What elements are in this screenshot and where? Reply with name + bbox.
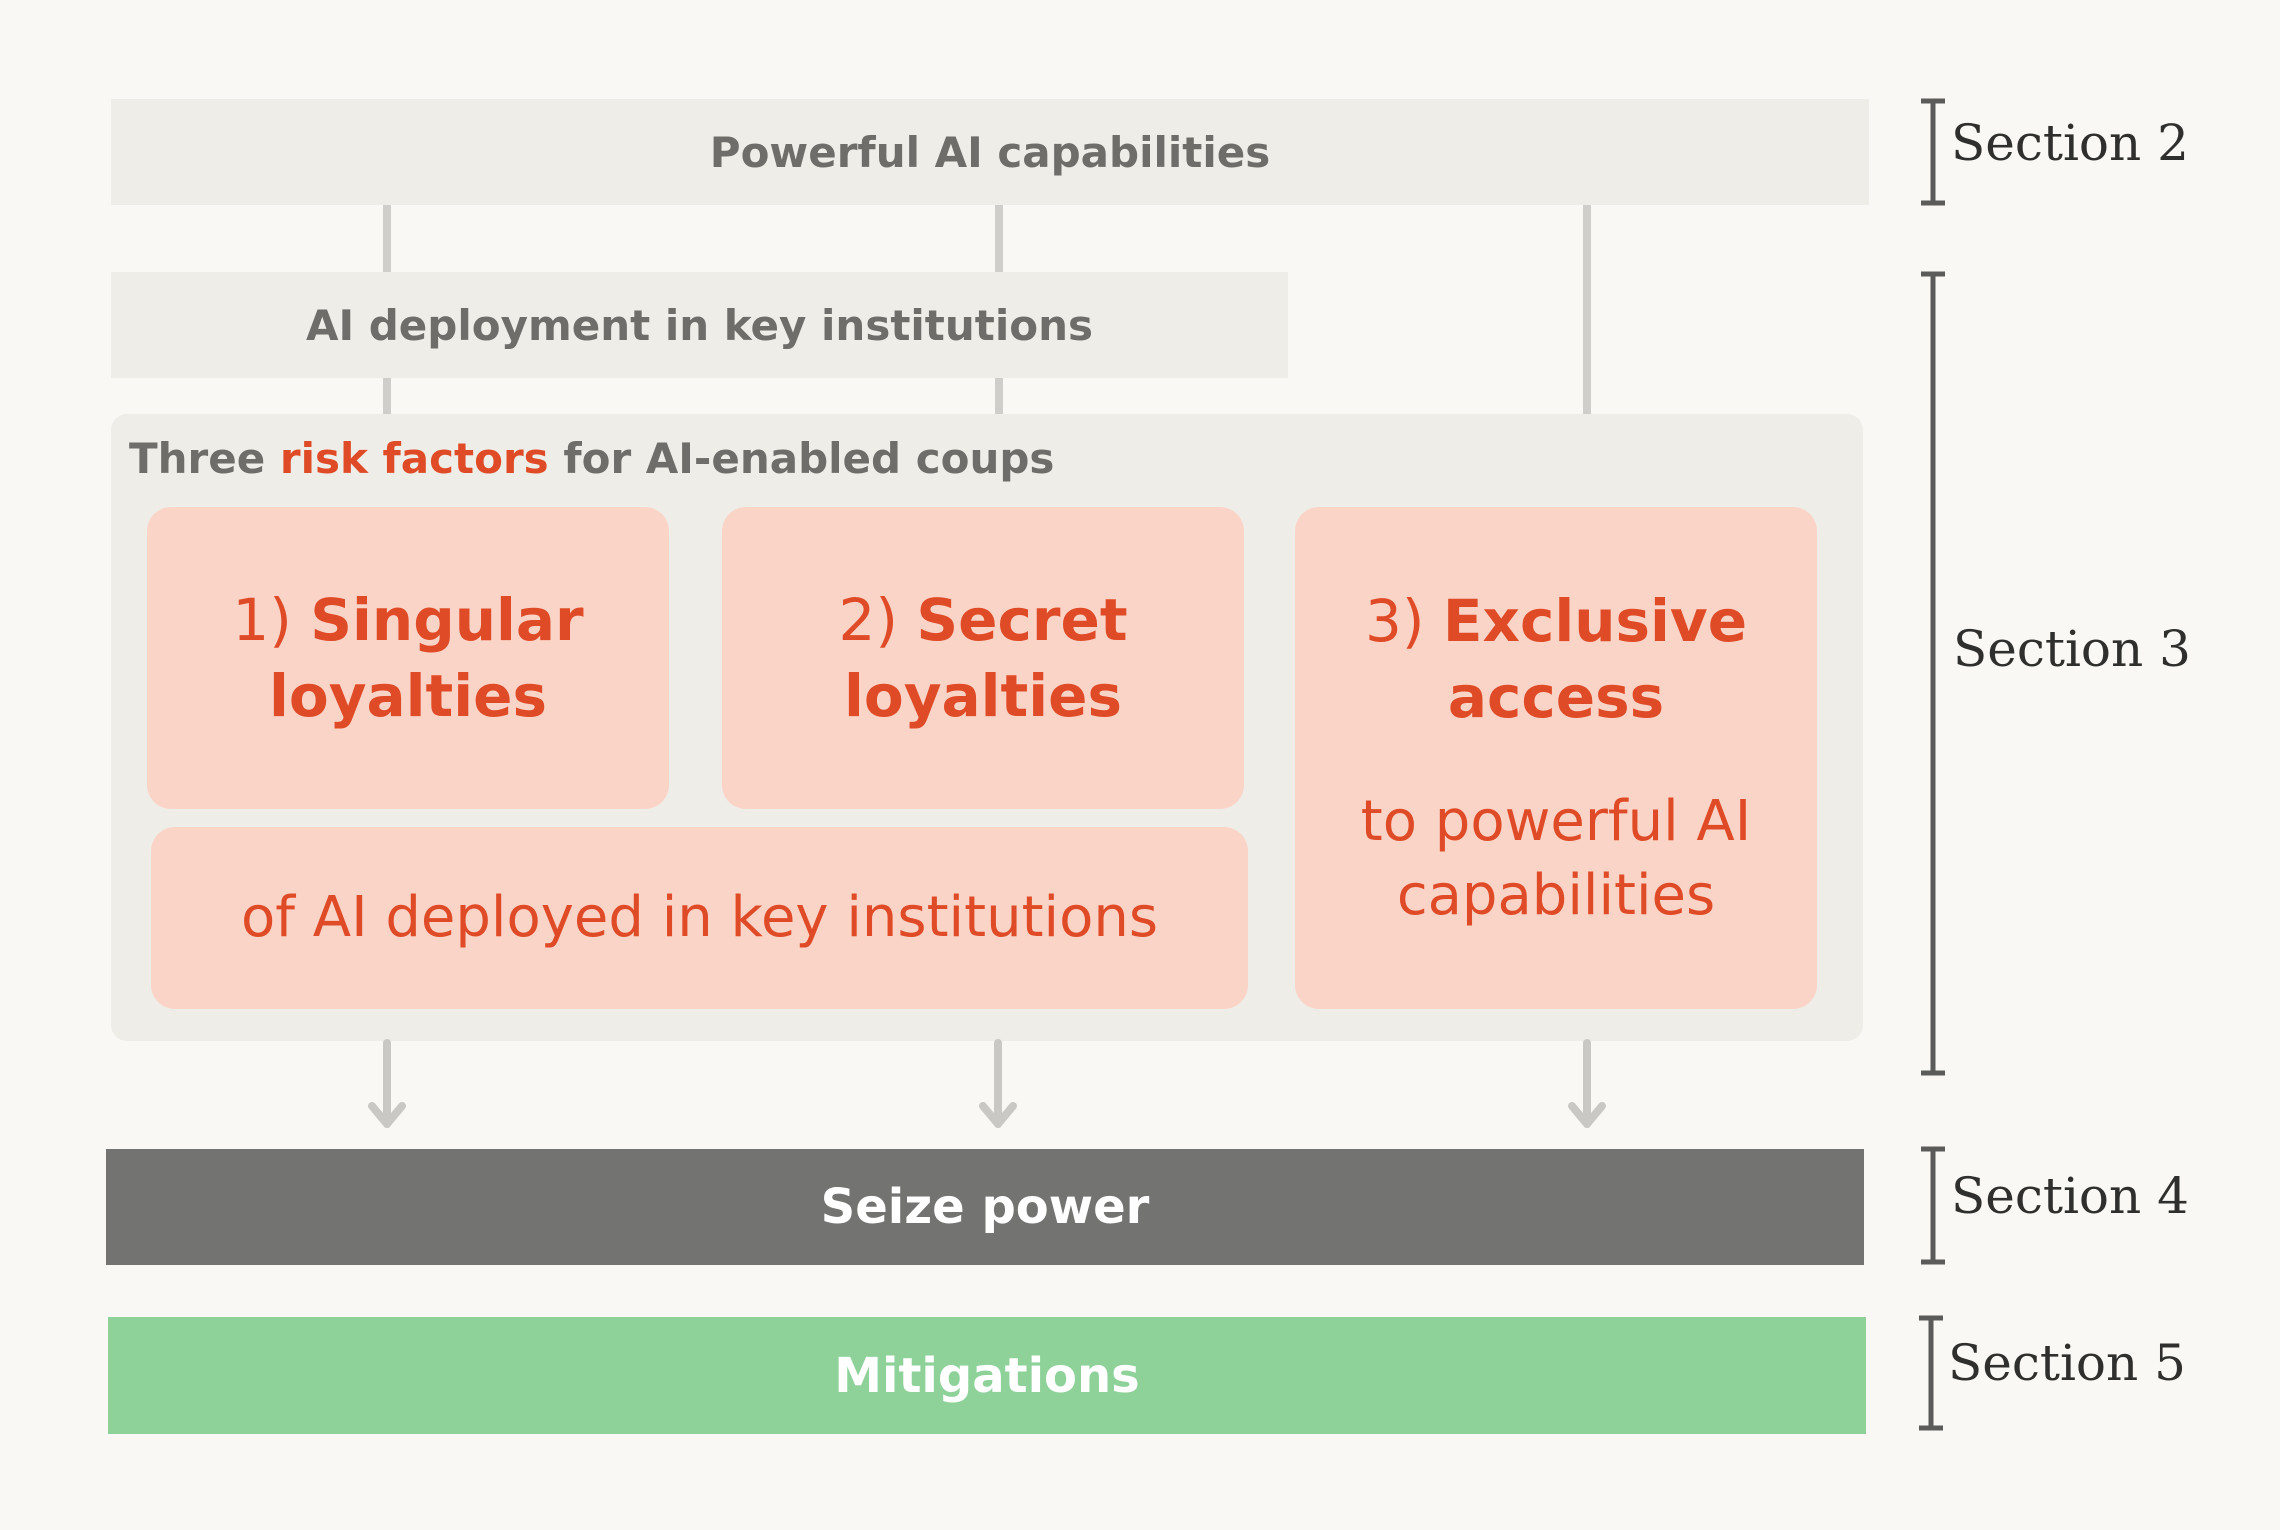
risk-card-title: 2) Secret loyalties	[838, 582, 1127, 734]
section-5-bracket-icon	[1919, 1315, 1943, 1431]
deployed-ai-label: of AI deployed in key institutions	[240, 885, 1159, 950]
section-4-label: Section 4	[1951, 1167, 2189, 1225]
section-2-bracket-icon	[1921, 98, 1945, 206]
risk-factors-title: Three risk factors for AI-enabled coups	[129, 434, 1054, 483]
mitigations-label: Mitigations	[834, 1347, 1140, 1404]
risk-card-title: 3) Exclusive access	[1365, 583, 1747, 735]
risk-card-title-line1: Exclusive	[1442, 587, 1748, 655]
risk-card-secret-loyalties: 2) Secret loyalties	[722, 507, 1244, 809]
powerful-ai-capabilities-label: Powerful AI capabilities	[709, 127, 1271, 177]
down-arrow-icon	[979, 1039, 1017, 1128]
section-5-label: Section 5	[1948, 1334, 2186, 1392]
risk-card-subtitle: to powerful AI capabilities	[1361, 785, 1752, 933]
risk-card-number: 2)	[838, 586, 898, 654]
risk-card-subtitle-line2: capabilities	[1396, 863, 1716, 928]
risk-factors-title-pre: Three	[129, 434, 266, 483]
risk-card-singular-loyalties: 1) Singular loyalties	[147, 507, 669, 809]
powerful-ai-capabilities-bar: Powerful AI capabilities	[111, 99, 1869, 205]
risk-card-exclusive-access: 3) Exclusive access to powerful AI capab…	[1295, 507, 1817, 1009]
connector-line	[1583, 205, 1591, 415]
mitigations-bar: Mitigations	[108, 1317, 1866, 1434]
section-4-bracket-icon	[1921, 1146, 1945, 1265]
risk-card-title-line2: loyalties	[268, 662, 547, 730]
risk-card-number: 3)	[1364, 587, 1425, 655]
ai-deployment-bar: AI deployment in key institutions	[111, 272, 1288, 378]
connector-line	[995, 378, 1003, 415]
seize-power-label: Seize power	[820, 1179, 1150, 1235]
section-2-label: Section 2	[1951, 114, 2189, 172]
connector-line	[995, 205, 1003, 273]
down-arrow-icon	[1568, 1039, 1606, 1128]
seize-power-bar: Seize power	[106, 1149, 1864, 1265]
section-3-label: Section 3	[1953, 620, 2191, 678]
risk-card-title-line1: Secret	[916, 586, 1128, 654]
risk-card-title-line2: access	[1447, 663, 1665, 731]
connector-line	[383, 205, 391, 273]
section-3-bracket-icon	[1921, 271, 1945, 1076]
risk-card-title-line1: Singular	[310, 586, 584, 654]
deployed-ai-card: of AI deployed in key institutions	[151, 827, 1248, 1009]
risk-factors-title-accent: risk factors	[279, 434, 549, 483]
down-arrow-icon	[368, 1039, 406, 1128]
connector-line	[383, 378, 391, 415]
risk-card-number: 1)	[232, 586, 292, 654]
risk-card-title: 1) Singular loyalties	[232, 582, 583, 734]
risk-card-title-line2: loyalties	[843, 662, 1123, 730]
risk-factors-title-post: for AI-enabled coups	[563, 434, 1055, 483]
risk-card-subtitle-line1: to powerful AI	[1360, 789, 1752, 854]
ai-deployment-label: AI deployment in key institutions	[305, 300, 1094, 350]
